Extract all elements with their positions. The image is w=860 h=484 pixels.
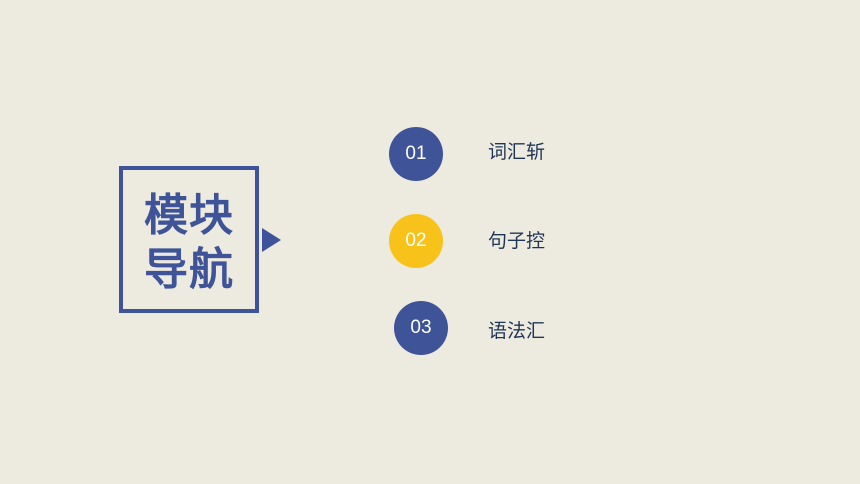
nav-item-01-label[interactable]: 词汇斩	[488, 141, 546, 163]
nav-item-03-number[interactable]: 03	[394, 301, 448, 355]
nav-item-03-label[interactable]: 语法汇	[488, 320, 546, 342]
nav-item-02-label[interactable]: 句子控	[488, 230, 546, 252]
triangle-right-icon	[262, 228, 281, 252]
module-navigation-title-box: 模块 导航	[119, 166, 259, 313]
nav-item-01-number[interactable]: 01	[389, 127, 443, 181]
title-line-2: 导航	[144, 244, 234, 295]
title-line-1: 模块	[144, 190, 234, 241]
nav-item-02-number[interactable]: 02	[389, 214, 443, 268]
